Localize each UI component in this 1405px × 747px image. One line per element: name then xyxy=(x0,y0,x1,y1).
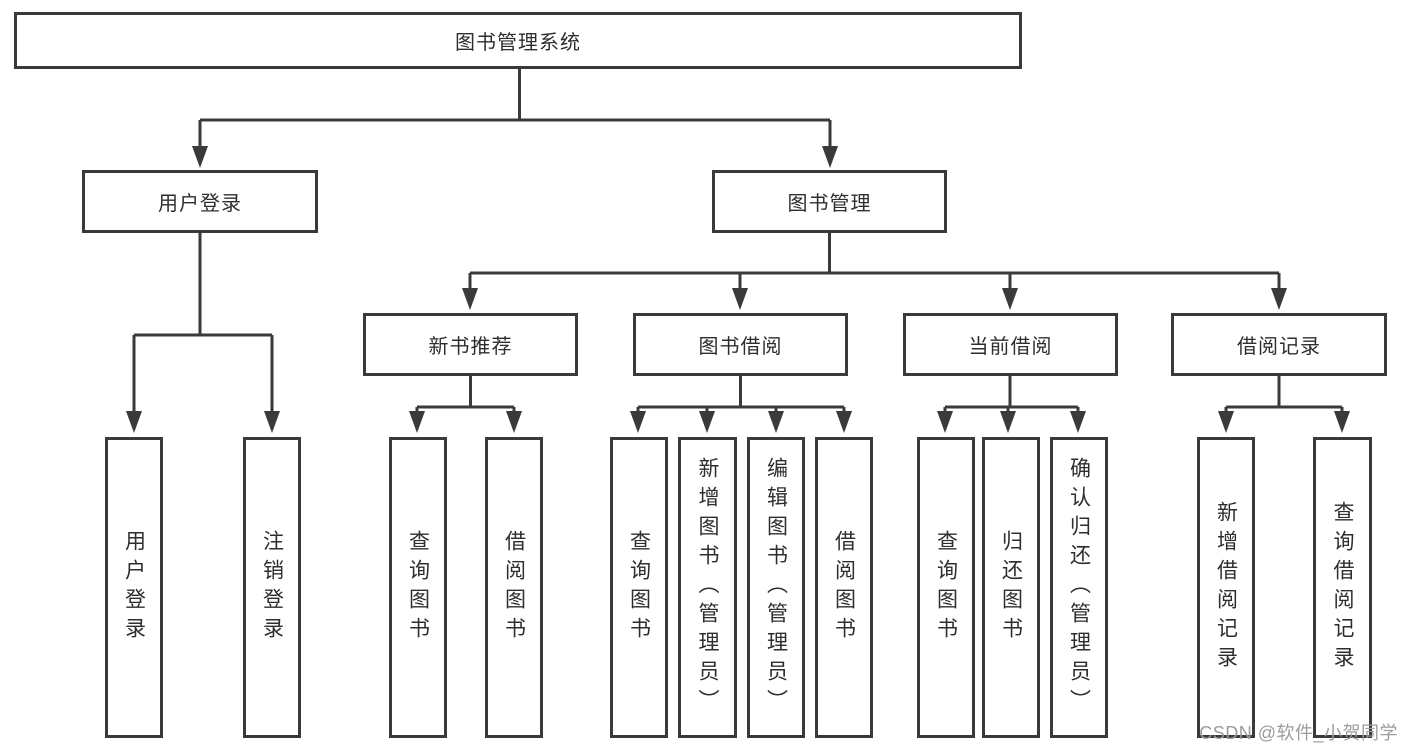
node-label: 归还图书 xyxy=(999,529,1023,646)
node-book-borrow: 图书借阅 xyxy=(633,313,848,376)
leaf-borrow-books-recommend: 借阅图书 xyxy=(485,437,543,738)
node-label: 用户登录 xyxy=(158,193,242,215)
leaf-return-books: 归还图书 xyxy=(982,437,1040,738)
leaf-query-borrow-record: 查询借阅记录 xyxy=(1313,437,1372,738)
node-label: 当前借阅 xyxy=(968,336,1053,358)
leaf-query-books-borrow: 查询图书 xyxy=(610,437,668,738)
arrowheads xyxy=(126,146,1350,433)
node-book-management: 图书管理 xyxy=(712,170,947,233)
leaf-user-login: 用户登录 xyxy=(105,437,163,738)
node-label: 新增借阅记录 xyxy=(1214,500,1238,675)
node-label: 查询图书 xyxy=(934,529,958,646)
leaf-query-books-recommend: 查询图书 xyxy=(389,437,447,738)
leaf-confirm-return-admin: 确认归还（管理员） xyxy=(1050,437,1108,738)
node-label: 注销登录 xyxy=(260,529,284,646)
node-library-management-system: 图书管理系统 xyxy=(14,12,1022,69)
node-label: 图书借阅 xyxy=(698,336,783,358)
node-label: 查询图书 xyxy=(627,529,651,646)
node-label: 借阅图书 xyxy=(832,529,856,646)
node-label: 新增图书（管理员） xyxy=(696,457,719,718)
node-label: 确认归还（管理员） xyxy=(1067,457,1091,718)
node-label: 编辑图书（管理员） xyxy=(764,457,788,718)
node-label: 用户登录 xyxy=(122,529,146,646)
csdn-watermark: CSDN @软件_小贺同学 xyxy=(1199,723,1398,743)
node-new-book-recommend: 新书推荐 xyxy=(363,313,578,376)
node-label: 图书管理 xyxy=(787,193,872,215)
node-current-borrow: 当前借阅 xyxy=(903,313,1118,376)
leaf-borrow-books: 借阅图书 xyxy=(815,437,873,738)
node-label: 借阅记录 xyxy=(1237,336,1321,358)
leaf-query-books-current: 查询图书 xyxy=(917,437,975,738)
leaf-logout: 注销登录 xyxy=(243,437,301,738)
leaf-add-borrow-record: 新增借阅记录 xyxy=(1197,437,1255,738)
node-borrow-records: 借阅记录 xyxy=(1171,313,1387,376)
node-label: 借阅图书 xyxy=(502,529,526,646)
leaf-edit-books-admin: 编辑图书（管理员） xyxy=(747,437,805,738)
leaf-add-books-admin: 新增图书（管理员） xyxy=(678,437,737,738)
node-label: 新书推荐 xyxy=(428,336,513,358)
node-label: 查询图书 xyxy=(406,529,430,646)
node-label: 图书管理系统 xyxy=(455,32,581,54)
node-user-login: 用户登录 xyxy=(82,170,318,233)
node-label: 查询借阅记录 xyxy=(1331,500,1354,675)
